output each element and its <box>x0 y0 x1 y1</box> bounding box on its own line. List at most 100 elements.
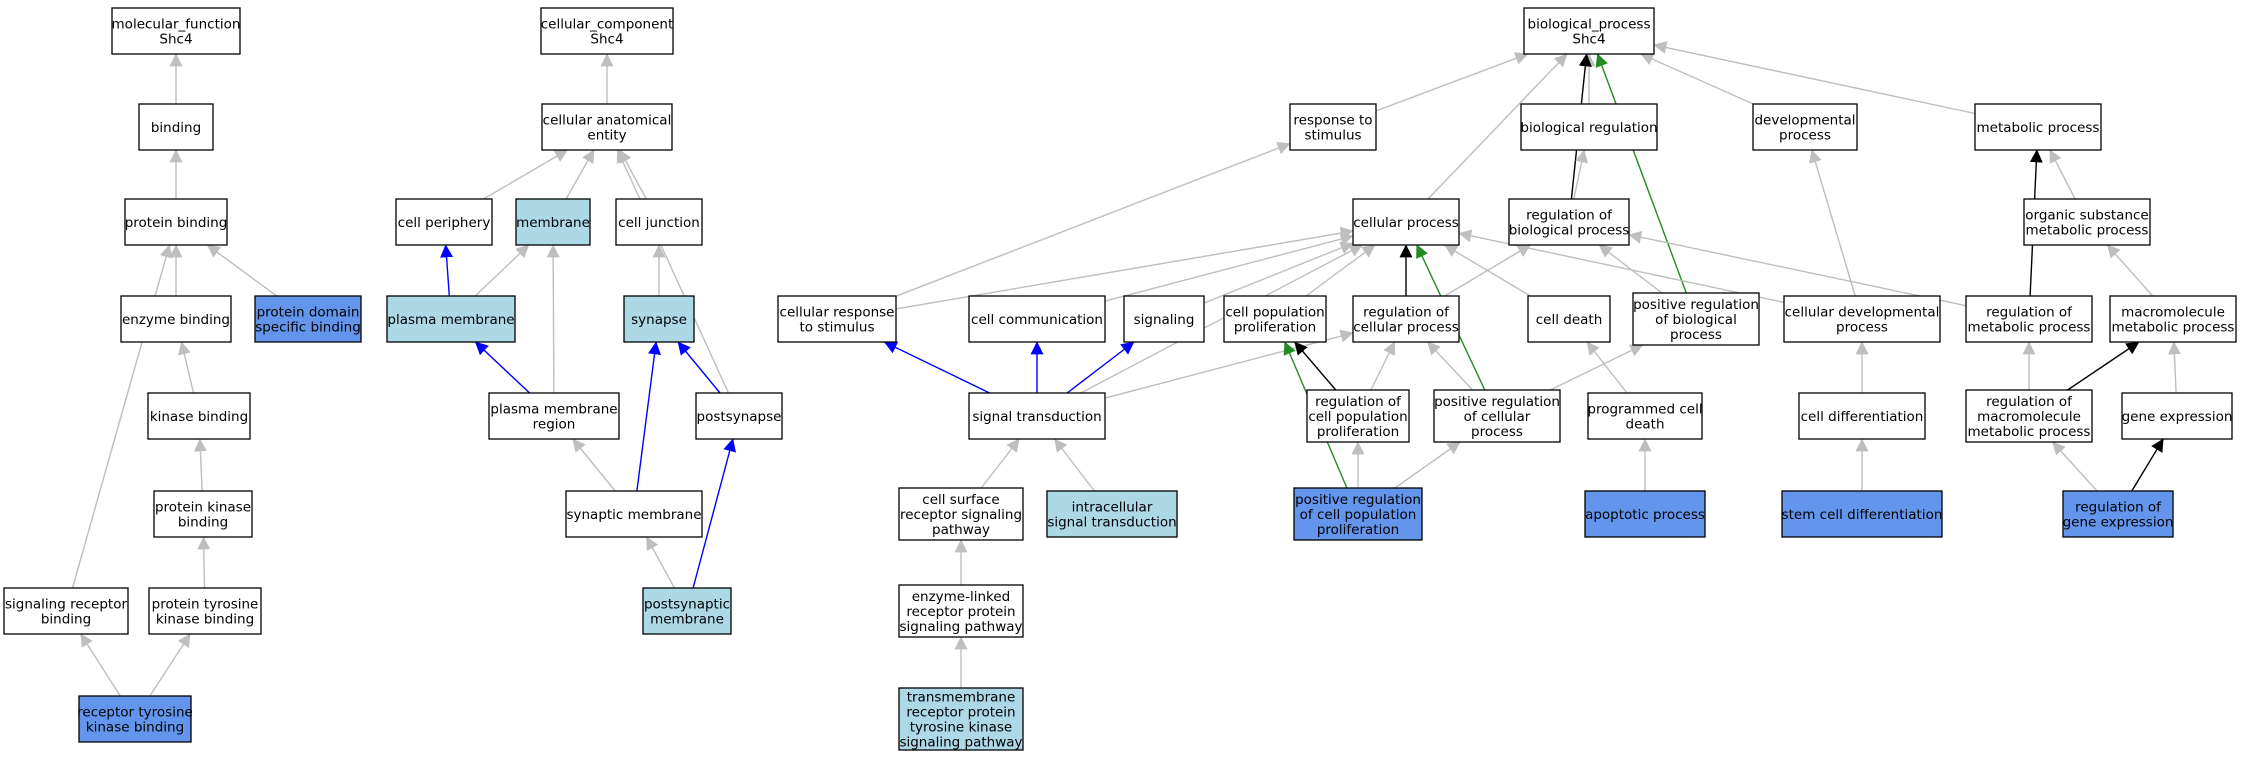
node-box <box>120 295 232 343</box>
node-label-line: apoptotic process <box>1585 507 1705 523</box>
edge-cell-periphery-to-cellular-anatomical-entity <box>483 149 569 200</box>
node-label-line: regulation of <box>2075 500 2162 516</box>
edge-programmed-cell-death-to-cell-death <box>1586 341 1628 394</box>
node-label-line: process <box>1779 128 1831 144</box>
node-label-line: tyrosine kinase <box>910 720 1012 736</box>
node-label-line: binding <box>178 515 228 531</box>
node-box <box>3 587 129 635</box>
edge-gene-expression-to-macromolecule-metabolic-process <box>2167 341 2181 394</box>
node-label-line: region <box>533 417 576 433</box>
node-box <box>1752 103 1858 151</box>
node-box <box>1123 295 1205 343</box>
node-label-line: cell population <box>1225 305 1324 321</box>
node-label-line: gene expression <box>2122 409 2233 425</box>
node-label-line: developmental <box>1754 113 1855 129</box>
edge-plasma-membrane-region-to-membrane <box>546 244 560 394</box>
node-label-line: cellular developmental <box>1785 305 1940 321</box>
node-label-line: cellular process <box>1353 320 1459 336</box>
node-box <box>541 103 673 151</box>
node-box <box>1508 198 1630 246</box>
node-membrane: membrane <box>515 198 591 246</box>
node-label-line: transmembrane <box>907 690 1016 706</box>
node-box <box>1965 389 2093 443</box>
edge-positive-regulation-of-biological-process-to-bp <box>1595 53 1687 294</box>
edge-regulation-of-cell-population-proliferation-to-regulation-of-cellular-process <box>1370 341 1396 391</box>
node-label-line: plasma membrane <box>387 312 514 328</box>
edge-regulation-of-macromolecule-metabolic-process-to-macromolecule-metabolic-process <box>2067 341 2140 391</box>
node-label-line: molecular_function <box>112 17 241 33</box>
node-label-line: cell population <box>1308 409 1407 425</box>
node-box <box>515 198 591 246</box>
node-label-line: receptor signaling <box>900 507 1022 523</box>
edge-response-to-stimulus-to-bp <box>1375 52 1529 112</box>
edge-regulation-of-gene-expression-to-regulation-of-macromolecule-metabolic-process <box>2052 441 2098 492</box>
node-box <box>153 490 253 538</box>
node-box <box>1783 295 1941 343</box>
edge-plasma-membrane-region-to-plasma-membrane <box>474 341 531 394</box>
edge-receptor-tyrosine-kinase-binding-to-signaling-receptor-binding <box>80 633 121 697</box>
node-label-line: membrane <box>516 215 590 231</box>
node-box <box>1974 103 2102 151</box>
node-label-line: proliferation <box>1317 522 1399 538</box>
node-kinase-binding: kinase binding <box>147 392 251 440</box>
node-signal-transduction: signal transduction <box>968 392 1106 440</box>
node-label-line: synapse <box>631 312 687 328</box>
edge-kinase-binding-to-enzyme-binding <box>178 341 195 394</box>
edge-protein-tyrosine-kinase-binding-to-protein-kinase-binding <box>197 536 211 589</box>
node-label-line: biological_process <box>1528 17 1651 33</box>
node-label-line: membrane <box>650 612 724 628</box>
node-label-line: of cellular <box>1464 409 1531 425</box>
node-label-line: receptor protein <box>906 705 1015 721</box>
edge-plasma-membrane-to-cell-periphery <box>440 244 454 297</box>
node-box <box>1046 490 1178 538</box>
node-label-line: regulation of <box>1363 305 1450 321</box>
node-box <box>565 490 703 538</box>
node-label-line: stimulus <box>1304 128 1361 144</box>
node-box <box>138 103 214 151</box>
edge-postsynaptic-membrane-to-postsynapse <box>692 438 736 589</box>
node-box <box>111 7 241 55</box>
node-metabolic-process: metabolic process <box>1974 103 2102 151</box>
node-box <box>615 198 703 246</box>
node-box <box>1306 389 1410 443</box>
node-box <box>1527 295 1611 343</box>
node-label-line: cell junction <box>618 215 700 231</box>
node-box <box>1223 295 1327 343</box>
node-box <box>1523 7 1655 55</box>
node-label-line: protein tyrosine <box>152 597 259 613</box>
node-box <box>1632 292 1760 346</box>
node-label-line: regulation of <box>1315 394 1402 410</box>
node-label-line: synaptic membrane <box>566 507 701 523</box>
node-box <box>968 392 1106 440</box>
node-label-line: cell periphery <box>398 215 491 231</box>
edge-cellular-process-to-bp <box>1427 53 1568 200</box>
edge-positive-regulation-of-cellular-process-to-positive-regulation-of-biological-process <box>1549 344 1644 391</box>
node-label-line: response to <box>1293 113 1372 129</box>
node-signaling: signaling <box>1123 295 1205 343</box>
edge-plasma-membrane-to-membrane <box>474 244 530 297</box>
edge-cell-junction-to-cellular-anatomical-entity <box>618 149 648 200</box>
node-cell-differentiation: cell differentiation <box>1798 392 1926 440</box>
node-label-line: binding <box>41 612 91 628</box>
node-box <box>1965 295 2093 343</box>
node-label-line: to stimulus <box>800 320 875 336</box>
node-cell-junction: cell junction <box>615 198 703 246</box>
node-box <box>254 295 362 343</box>
node-label-line: regulation of <box>1986 305 2073 321</box>
edge-protein-domain-specific-binding-to-protein-binding <box>206 244 278 297</box>
node-label-line: macromolecule <box>2121 305 2225 321</box>
node-box <box>1293 487 1423 541</box>
